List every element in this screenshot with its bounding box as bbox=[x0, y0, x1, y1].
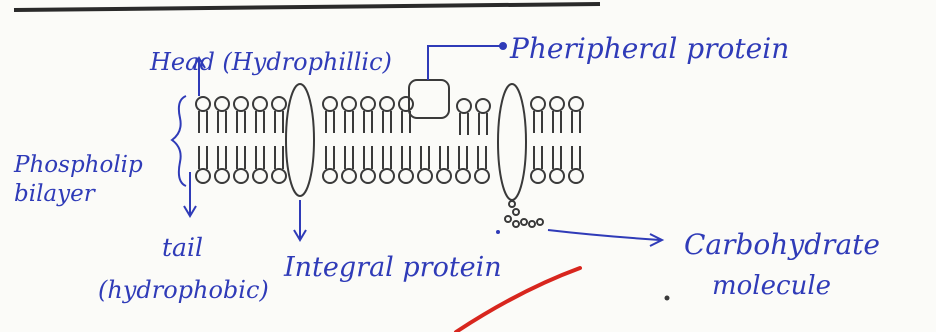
bilayer-label-line2: bilayer bbox=[14, 181, 97, 207]
bilayer-brace bbox=[172, 96, 186, 186]
tail-arrow bbox=[184, 172, 196, 216]
upper-heads-left bbox=[196, 97, 286, 133]
carbohydrate-label-line1: Carbohydrate bbox=[684, 228, 880, 261]
lower-heads-right bbox=[531, 146, 583, 183]
top-rule-line bbox=[14, 4, 600, 10]
upper-heads-right-mid bbox=[457, 99, 490, 135]
ink-dot bbox=[665, 296, 670, 301]
peripheral-label: Pheripheral protein bbox=[509, 32, 789, 65]
head-label: Head (Hydrophillic) bbox=[149, 48, 392, 76]
carbohydrate-label-line2: molecule bbox=[712, 271, 831, 301]
peripheral-protein-shape bbox=[409, 80, 449, 118]
integral-label: Integral protein bbox=[283, 252, 502, 283]
upper-heads-right bbox=[531, 97, 583, 133]
lower-heads-left bbox=[196, 146, 286, 183]
carbohydrate-chain bbox=[505, 201, 543, 227]
peripheral-arrow bbox=[428, 46, 500, 80]
integral-protein-right bbox=[498, 84, 526, 200]
lower-heads-middle bbox=[323, 146, 489, 183]
ink-dot-small bbox=[496, 230, 500, 234]
bilayer-label-line1: Phospholip bbox=[13, 152, 143, 178]
membrane-bilayer bbox=[196, 80, 583, 227]
tail-sub-label: (hydrophobic) bbox=[98, 276, 269, 304]
tail-label: tail bbox=[162, 233, 203, 262]
carbohydrate-arrow bbox=[548, 230, 662, 246]
upper-heads-middle bbox=[323, 97, 413, 133]
integral-arrow bbox=[294, 200, 306, 240]
integral-protein-left bbox=[286, 84, 314, 196]
